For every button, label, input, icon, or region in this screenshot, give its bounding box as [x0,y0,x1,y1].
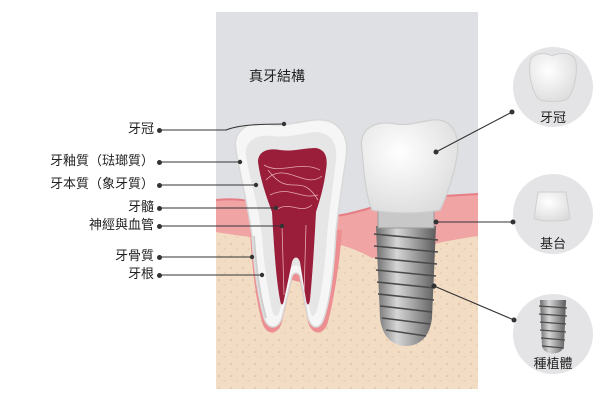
label-abutment: 基台 [513,237,593,253]
dot-nerves [157,224,162,229]
dot-root [157,273,162,278]
diagram-title: 真牙結構 [249,69,305,85]
label-nerves: 神經與血管 [89,218,154,234]
dot-dentin [157,183,162,188]
label-cementum: 牙骨質 [115,249,154,265]
label-implant: 種植體 [513,357,593,373]
dot-cementum [157,255,162,260]
label-root: 牙根 [128,267,154,283]
label-dentin: 牙本質（象牙質） [50,177,154,193]
label-enamel: 牙釉質（琺瑯質） [50,154,154,170]
label-implant-crown: 牙冠 [513,111,593,127]
label-crown: 牙冠 [128,122,154,138]
crown-thumbnail [530,54,577,102]
implant-thumbnail [539,300,567,354]
dot-crown [157,128,162,133]
dot-pulp [157,206,162,211]
abutment-thumbnail [534,192,570,221]
dot-enamel [157,160,162,165]
label-pulp: 牙髓 [128,200,154,216]
